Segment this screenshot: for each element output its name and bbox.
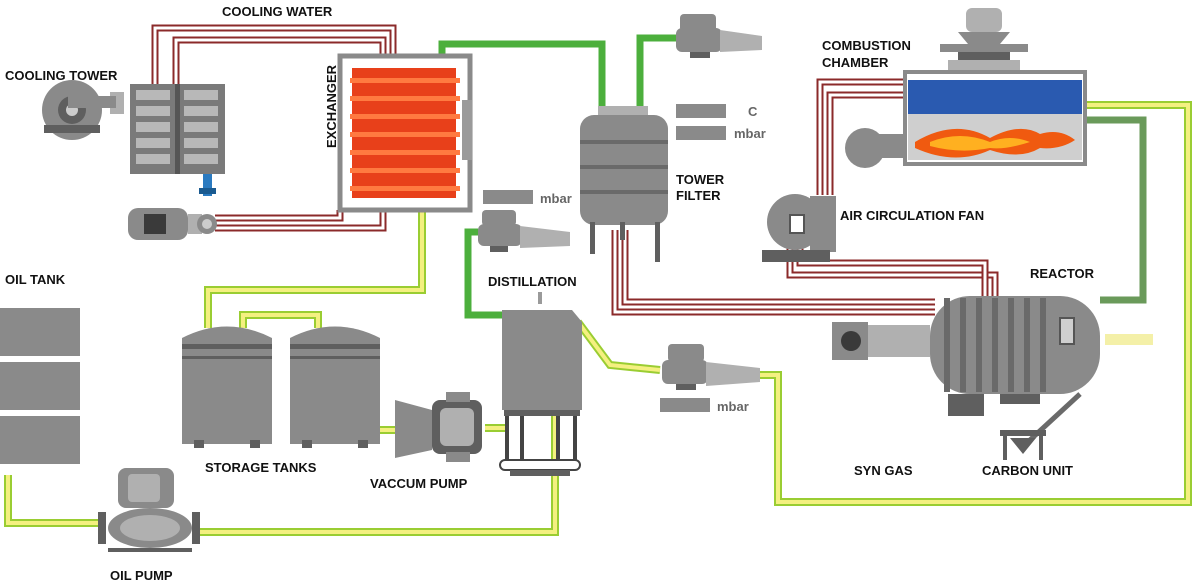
- gas-compressor-mid: [478, 210, 570, 252]
- syngas-pressure-display: [660, 398, 710, 412]
- cooling-tower-unit: [130, 84, 225, 196]
- distillation-pressure-display: [483, 190, 533, 204]
- label-cooling-water: COOLING WATER: [222, 4, 333, 19]
- gas-pipes: [438, 34, 1147, 319]
- combustion-chamber: [845, 8, 1087, 168]
- heat-exchanger: [337, 53, 473, 213]
- syngas-pressure-unit: mbar: [717, 399, 749, 414]
- label-storage-tanks: STORAGE TANKS: [205, 460, 317, 475]
- label-cooling-tower: COOLING TOWER: [5, 68, 118, 83]
- label-tower-filter-line2: FILTER: [676, 188, 721, 203]
- labels: COOLING WATER COOLING TOWER EXCHANGER TO…: [5, 4, 1095, 583]
- readouts: C mbar mbar mbar: [483, 104, 766, 414]
- distillation-column: [499, 292, 582, 476]
- vacuum-pump: [395, 392, 482, 462]
- label-oil-tank: OIL TANK: [5, 272, 66, 287]
- gas-compressor-top: [676, 14, 762, 58]
- label-tower-filter-line1: TOWER: [676, 172, 725, 187]
- label-syn-gas: SYN GAS: [854, 463, 913, 478]
- filter-temp-display: [676, 104, 726, 118]
- storage-tank-2: [290, 326, 380, 448]
- filter-temp-unit: C: [748, 104, 758, 119]
- label-combustion-line1: COMBUSTION: [822, 38, 911, 53]
- storage-tank-1: [182, 326, 272, 448]
- label-distillation: DISTILLATION: [488, 274, 577, 289]
- gas-compressor-low: [662, 344, 760, 390]
- oil-feed-pipes: [4, 101, 1192, 536]
- label-air-circulation-fan: AIR CIRCULATION FAN: [840, 208, 984, 223]
- label-exchanger: EXCHANGER: [324, 64, 339, 148]
- blower-icon: [42, 80, 124, 140]
- combustion-air-pipes: [611, 78, 999, 316]
- tower-filter: [580, 106, 668, 262]
- water-pump-icon: [128, 208, 217, 240]
- label-combustion-line2: CHAMBER: [822, 55, 889, 70]
- oil-tank: [0, 308, 80, 464]
- label-vacuum-pump: VACCUM PUMP: [370, 476, 468, 491]
- carbon-unit: [1000, 430, 1046, 460]
- reactor: [832, 296, 1100, 442]
- air-circulation-fan: [762, 194, 836, 262]
- filter-pressure-display: [676, 126, 726, 140]
- label-reactor: REACTOR: [1030, 266, 1095, 281]
- label-oil-pump: OIL PUMP: [110, 568, 173, 583]
- filter-pressure-unit: mbar: [734, 126, 766, 141]
- distillation-pressure-unit: mbar: [540, 191, 572, 206]
- label-carbon-unit: CARBON UNIT: [982, 463, 1073, 478]
- cooling-water-pipes: [151, 24, 397, 232]
- cooling-tower: [42, 80, 225, 240]
- storage-tanks: [182, 326, 380, 448]
- oil-pump: [98, 468, 200, 552]
